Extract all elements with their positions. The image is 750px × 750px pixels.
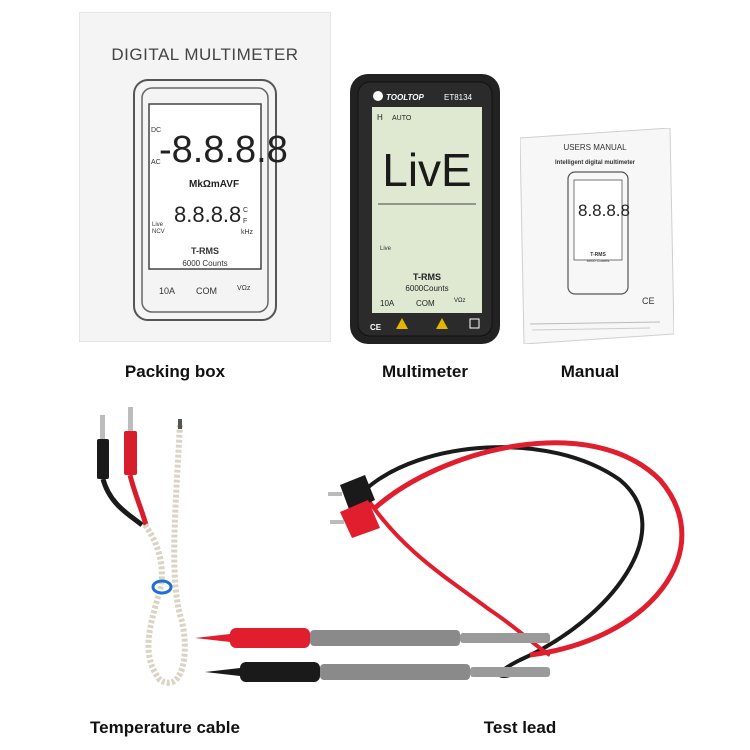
caption-packing-box: Packing box <box>124 362 226 381</box>
warning-icon-2 <box>436 318 448 329</box>
multimeter-port-v: VΩz <box>454 298 466 304</box>
box-port-com: COM <box>196 286 217 296</box>
red-banana-plug <box>340 500 380 538</box>
lcd-screen <box>372 107 482 313</box>
caption-multimeter: Multimeter <box>382 362 468 381</box>
box-display-digits: -8.8.8.8 <box>159 129 288 171</box>
box-ncv: NCV <box>152 229 165 235</box>
ce-mark: CE <box>370 323 382 332</box>
caption-temperature-cable: Temperature cable <box>90 718 240 737</box>
box-unit-c: C <box>243 207 248 214</box>
black-probe-tip <box>205 668 240 676</box>
lcd-main-text: LivE <box>382 144 471 196</box>
box-trms: T-RMS <box>191 246 219 256</box>
users-manual: USERS MANUAL Intelligent digital multime… <box>520 128 674 344</box>
multimeter-brand: TOOLTOP <box>386 93 424 102</box>
manual-title: USERS MANUAL <box>563 143 627 152</box>
multimeter-counts: 6000Counts <box>405 284 448 293</box>
box-units: MkΩmAVF <box>189 179 239 190</box>
black-plug <box>97 439 109 479</box>
packing-box: DIGITAL MULTIMETER DC AC -8.8.8.8 MkΩmAV… <box>79 12 331 342</box>
manual-ce-mark: CE <box>642 296 655 306</box>
lcd-live: Live <box>380 246 392 252</box>
box-unit-f: F <box>243 218 247 225</box>
box-port-v: VΩz <box>237 285 251 292</box>
box-port-a: 10A <box>159 286 175 296</box>
box-sub-digits: 8.8.8.8 <box>174 202 241 227</box>
black-probe-handle <box>240 662 320 682</box>
warning-icon <box>396 318 408 329</box>
manual-subtitle: Intelligent digital multimeter <box>555 160 636 166</box>
box-live: Live <box>152 222 164 228</box>
test-leads <box>195 440 685 682</box>
multimeter-port-com: COM <box>416 299 435 308</box>
multimeter: TOOLTOP ET8134 H AUTO LivE Live T-RMS 60… <box>350 74 500 344</box>
red-probe-tip <box>195 634 230 642</box>
packing-box-title: DIGITAL MULTIMETER <box>111 45 298 64</box>
multimeter-port-a: 10A <box>380 299 395 308</box>
box-counts: 6000 Counts <box>182 259 227 268</box>
plug-pin-2 <box>128 407 133 433</box>
red-probe-handle <box>230 628 310 648</box>
dc-label: DC <box>151 127 161 134</box>
temperature-cable <box>97 407 188 686</box>
cable-tie <box>151 579 173 595</box>
box-unit-khz: kHz <box>241 229 254 236</box>
ac-label: AC <box>151 159 161 166</box>
manual-counts: 6000 Counts <box>587 258 610 263</box>
brand-logo-icon <box>373 91 383 101</box>
caption-manual: Manual <box>560 362 620 381</box>
auto-indicator: AUTO <box>392 115 412 122</box>
red-plug <box>124 431 137 475</box>
caption-test-lead: Test lead <box>483 718 557 737</box>
multimeter-model: ET8134 <box>444 93 473 102</box>
hold-indicator: H <box>377 113 383 122</box>
manual-trms: T-RMS <box>590 252 606 258</box>
multimeter-trms: T-RMS <box>413 272 441 282</box>
plug-pin <box>100 415 105 441</box>
manual-digits: 8.8.8.8 <box>578 201 630 220</box>
